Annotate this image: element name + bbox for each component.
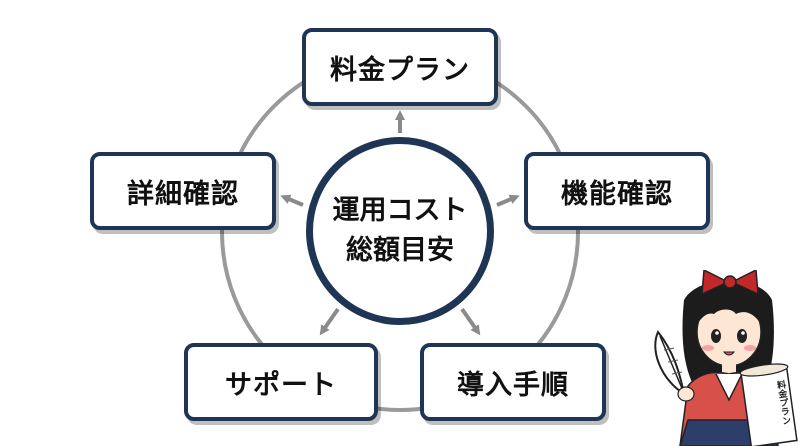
node-steps: 導入手順: [420, 343, 606, 421]
node-detail: 詳細確認: [90, 152, 276, 230]
arrow-to-support: [319, 307, 340, 336]
node-support: サポート: [184, 343, 378, 421]
center-line-2: 総額目安: [346, 235, 454, 266]
center-line-1: 運用コスト: [332, 195, 468, 226]
node-plan: 料金プラン: [302, 28, 498, 106]
arrow-to-steps: [460, 307, 481, 336]
hair-bow: [701, 270, 759, 296]
arrow-to-function: [496, 194, 520, 207]
character-illustration: 料金プラン: [654, 270, 798, 446]
center-circle: 運用コスト 総額目安: [306, 137, 494, 325]
node-function: 機能確認: [524, 152, 710, 230]
scroll-icon: [739, 363, 798, 446]
scroll-text: 料金プラン: [774, 379, 791, 426]
arrow-to-detail: [280, 194, 304, 207]
